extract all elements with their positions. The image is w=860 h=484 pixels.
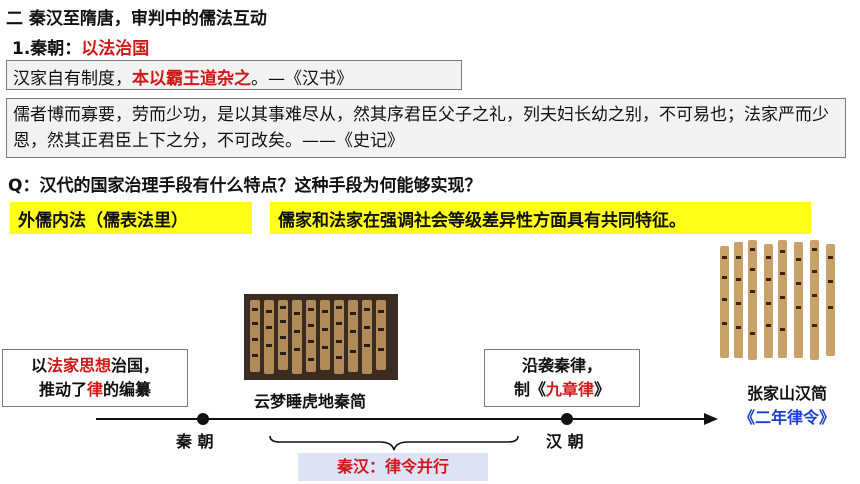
timeline-arrowhead-icon xyxy=(704,413,718,425)
timeline-label-han: 汉 朝 xyxy=(546,432,584,451)
span-label: 秦汉：律令并行 xyxy=(298,453,488,481)
hanshu-quote-box: 汉家自有制度，本以霸王道杂之。—《汉书》 xyxy=(6,60,462,90)
qin-note-p1: 以 xyxy=(30,356,47,375)
timeline xyxy=(96,413,718,451)
han-dot xyxy=(561,413,573,425)
han-note-pre: 制《 xyxy=(513,380,546,399)
han-slips-caption-line1: 张家山汉简 xyxy=(746,384,827,403)
han-note-box: 沿袭秦律， 制《九章律》 xyxy=(484,349,640,407)
han-slips-caption-highlight: 二年律令 xyxy=(754,408,819,427)
qin-note-box: 以法家思想治国， 推动了律的编纂 xyxy=(2,349,188,407)
qin-bamboo-slips-image xyxy=(244,294,398,380)
question-text: Q：汉代的国家治理手段有什么特点？这种手段为何能够实现？ xyxy=(8,176,482,196)
answer-1: 外儒内法（儒表法里） xyxy=(10,202,252,234)
quote1-pre: 汉家自有制度， xyxy=(13,69,132,89)
timeline-label-qin: 秦 朝 xyxy=(176,432,214,451)
han-note-line2: 制《九章律》 xyxy=(485,378,639,402)
subsection-title: 1.秦朝：以法治国 xyxy=(12,34,149,59)
qin-note-line1: 以法家思想治国， xyxy=(3,354,187,378)
subsection-prefix: 1.秦朝： xyxy=(12,39,82,59)
qin-note-highlight1: 法家思想 xyxy=(46,356,111,375)
han-note-post: 》 xyxy=(594,380,611,399)
quote1-post: 。—《汉书》 xyxy=(251,69,353,89)
section-title: 二 秦汉至隋唐，审判中的儒法互动 xyxy=(6,9,267,29)
qin-note-highlight2: 律 xyxy=(86,380,103,399)
subsection-highlight: 以法治国 xyxy=(81,39,150,59)
shiji-quote-box: 儒者博而寡要，劳而少功，是以其事难尽从，然其序君臣父子之礼，列夫妇长幼之别，不可… xyxy=(6,98,846,158)
qin-note-p3: 推动了 xyxy=(38,380,87,399)
qin-note-p4: 的编纂 xyxy=(103,380,152,399)
han-note-line1: 沿袭秦律， xyxy=(521,356,602,375)
han-slips-caption-pre: 《 xyxy=(738,408,755,427)
quote1-highlight: 本以霸王道杂之 xyxy=(132,69,251,89)
han-slips-caption-line2: 《二年律令》 xyxy=(732,404,842,428)
span-brace xyxy=(269,435,519,451)
han-bamboo-slips-image xyxy=(718,238,842,366)
han-slips-caption-post: 》 xyxy=(819,408,836,427)
qin-note-line2: 推动了律的编纂 xyxy=(3,378,187,402)
quote2-text: 儒者博而寡要，劳而少功，是以其事难尽从，然其序君臣父子之礼，列夫妇长幼之别，不可… xyxy=(13,105,829,151)
answer-2: 儒家和法家在强调社会等级差异性方面具有共同特征。 xyxy=(270,202,811,234)
qin-dot xyxy=(197,413,209,425)
qin-note-p2: 治国， xyxy=(111,356,160,375)
qin-slips-caption: 云梦睡虎地秦简 xyxy=(254,392,367,411)
han-note-highlight: 九章律 xyxy=(545,380,594,399)
han-slips-caption: 张家山汉简 《二年律令》 xyxy=(732,380,842,428)
